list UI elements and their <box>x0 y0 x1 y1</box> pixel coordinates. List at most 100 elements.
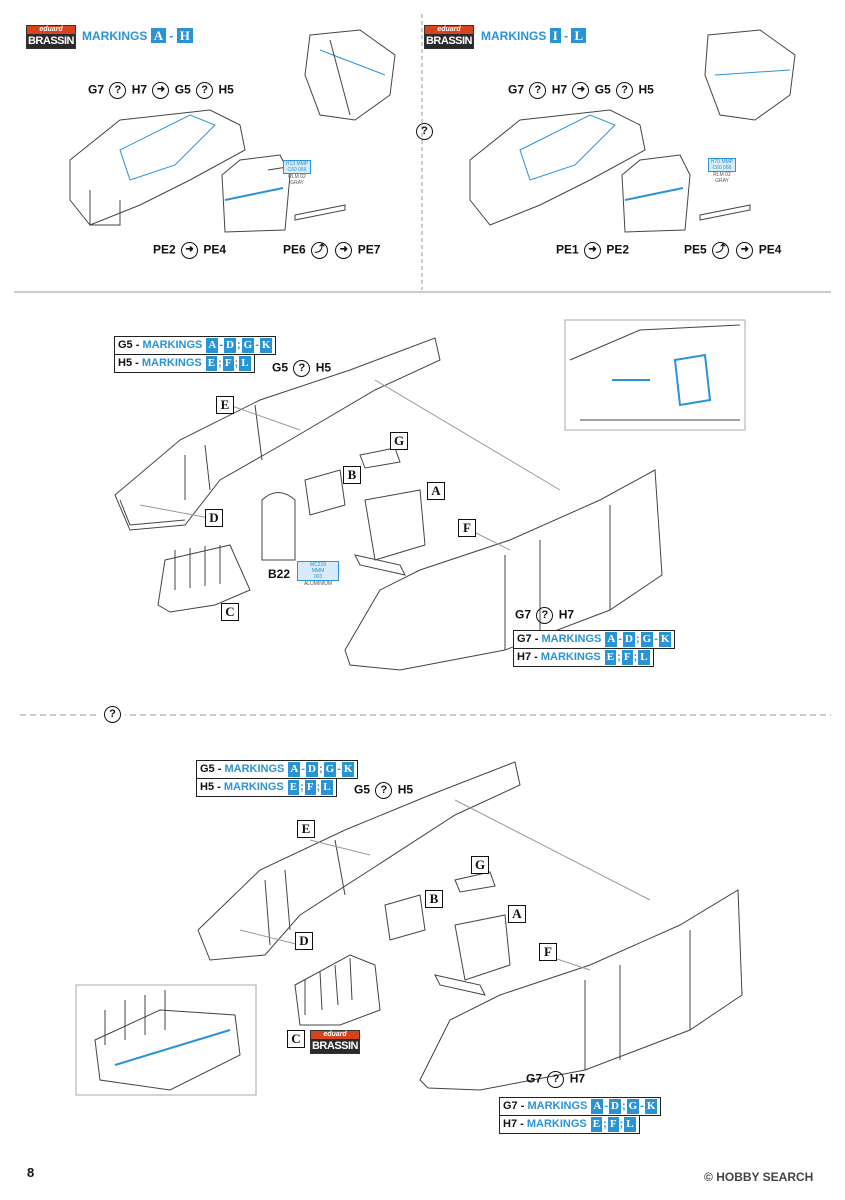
logo-top-text: eduard <box>27 26 75 34</box>
markings-row-g7: G7 - MARKINGS A-D;G-K <box>513 630 676 649</box>
separator: ; <box>319 763 323 775</box>
part-label-g: G <box>390 432 408 450</box>
g5-h5-callout-2: G5 ? H5 <box>354 782 413 799</box>
eduard-brassin-logo: eduard BRASSIN <box>26 25 76 49</box>
arrow-right-icon: ➜ <box>572 82 590 99</box>
marking-box: L <box>571 28 587 43</box>
pe-label: PE4 <box>203 242 227 257</box>
dash: - <box>564 29 569 43</box>
markings-row-h7: H7 - MARKINGS E;F;L <box>513 648 654 667</box>
row-prefix: H5 - <box>200 781 221 793</box>
marking-box: G <box>323 762 337 777</box>
markings-row-g5: G5 - MARKINGS A-D;G-K <box>114 336 277 355</box>
marking-box: A <box>150 28 167 43</box>
separator: ; <box>603 1118 607 1130</box>
logo-bottom-text: BRASSIN <box>425 34 473 48</box>
marking-box: A <box>605 632 618 647</box>
variant-label: G7 <box>526 1071 543 1086</box>
part-label-f: F <box>539 943 557 961</box>
marking-box: F <box>607 1117 619 1132</box>
variant-label: G7 <box>515 607 532 622</box>
row-prefix: H7 - <box>503 1118 524 1130</box>
marking-box: L <box>239 356 251 371</box>
variant-label: G7 <box>508 82 525 97</box>
logo-top-text: eduard <box>311 1031 359 1039</box>
separator: - <box>654 633 658 645</box>
question-icon: ? <box>529 82 547 99</box>
markings-row-h5: H5 - MARKINGS E;F;L <box>114 354 255 373</box>
page-number: 8 <box>27 1165 35 1180</box>
markings-label: MARKINGS <box>541 633 602 645</box>
marking-box: G <box>626 1099 640 1114</box>
row-prefix: H5 - <box>118 357 139 369</box>
part-label-e: E <box>216 396 234 414</box>
paint-code: H13 <box>285 161 296 167</box>
watermark-text: HOBBY SEARCH <box>716 1170 814 1184</box>
pe-label: PE2 <box>153 242 176 257</box>
row-prefix: G7 - <box>517 633 539 645</box>
pe-label: PE5 <box>684 242 707 257</box>
marking-box: E <box>590 1117 603 1132</box>
marking-box: E <box>287 780 300 795</box>
question-icon: ? <box>416 123 433 140</box>
logo-bottom-text: BRASSIN <box>311 1039 359 1053</box>
part-label-d: D <box>295 932 313 950</box>
separator: ; <box>237 339 241 351</box>
marking-box: I <box>549 28 561 43</box>
variant-callout-right: G7 ? H7 ➜ G5 ? H5 <box>508 82 654 99</box>
question-icon: ? <box>109 82 127 99</box>
g7-h7-callout: G7 ? H7 <box>515 607 574 624</box>
watermark: © HOBBY SEARCH <box>704 1170 813 1184</box>
separator: ; <box>633 651 638 663</box>
part-label-f: F <box>458 519 476 537</box>
question-callout-middle: ? <box>100 706 125 723</box>
arrow-right-icon: ➜ <box>152 82 170 99</box>
pe-callout-left-b: PE6 ⤴ ➜ PE7 <box>283 242 380 259</box>
part-label-a: A <box>508 905 526 923</box>
paint-name: GRAY <box>715 178 729 184</box>
arrow-right-icon: ➜ <box>335 242 353 259</box>
marking-box: A <box>591 1099 604 1114</box>
marking-box: H <box>176 28 193 43</box>
part-label-e: E <box>297 820 315 838</box>
marking-box: D <box>306 762 318 777</box>
part-label-b: B <box>425 890 443 908</box>
variant-label: G5 <box>174 82 191 97</box>
markings-header-right: MARKINGS I - L <box>481 28 587 43</box>
paint-name: GRAY <box>290 180 304 186</box>
part-label-b: B <box>343 466 361 484</box>
bend-arrow-icon: ⤴ <box>712 242 730 259</box>
marking-box: A <box>288 762 301 777</box>
markings-label: MARKINGS <box>224 763 285 775</box>
dash: - <box>169 29 174 43</box>
pe-callout-left-a: PE2 ➜ PE4 <box>153 242 226 259</box>
marking-box: G <box>241 338 255 353</box>
markings-header-left: MARKINGS A - H <box>82 28 193 43</box>
row-prefix: H7 - <box>517 651 538 663</box>
question-icon: ? <box>547 1071 565 1088</box>
separator: ; <box>218 357 222 369</box>
paint-code: 066 <box>298 167 307 173</box>
markings-label: MARKINGS <box>223 781 284 793</box>
variant-label: G7 <box>88 82 105 97</box>
marking-box: L <box>624 1117 636 1132</box>
part-label-c: C <box>221 603 239 621</box>
markings-row-h7-2: H7 - MARKINGS E;F;L <box>499 1115 640 1134</box>
variant-label: H7 <box>131 82 148 97</box>
eduard-brassin-logo: eduard BRASSIN <box>310 1030 360 1054</box>
marking-box: D <box>609 1099 621 1114</box>
arrow-right-icon: ➜ <box>584 242 602 259</box>
markings-label: MARKINGS <box>526 1118 587 1130</box>
pe-callout-right-b: PE5 ⤴ ➜ PE4 <box>684 242 781 259</box>
paint-name: RLM 02 <box>713 172 731 178</box>
marking-box: G <box>640 632 654 647</box>
pe-label: PE2 <box>606 242 630 257</box>
marking-box: A <box>206 338 219 353</box>
paint-code: C60 <box>287 167 297 173</box>
row-prefix: G5 - <box>118 339 140 351</box>
variant-label: G5 <box>594 82 611 97</box>
